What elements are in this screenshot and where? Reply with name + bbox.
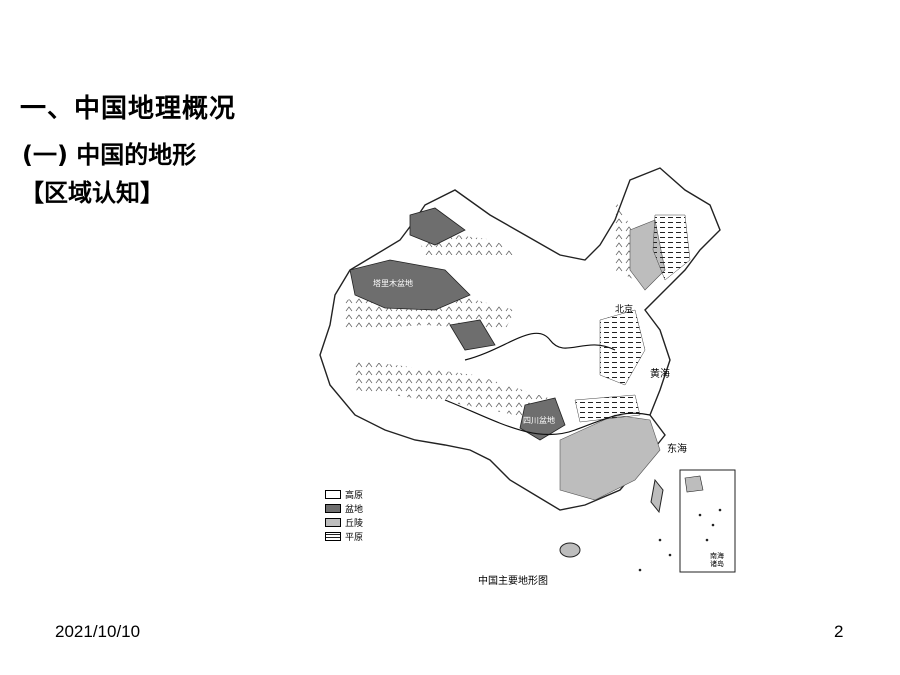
legend-item-plateau: 高原	[325, 487, 363, 501]
map-label-nanhai: 南海诸岛	[710, 552, 724, 568]
sichuan-basin	[519, 397, 566, 441]
map-label-tarim: 塔里木盆地	[373, 279, 413, 288]
legend-swatch	[325, 517, 341, 527]
legend-item-basin: 盆地	[325, 501, 363, 515]
china-terrain-map: 塔里木盆地 四川盆地 黄海 东海 北京 南海诸岛	[315, 160, 755, 590]
legend-label: 平原	[345, 532, 364, 543]
legend-swatch	[325, 531, 341, 541]
map-graphic	[319, 167, 736, 573]
yangtze-plain	[574, 394, 641, 423]
junggar-basin	[409, 207, 466, 246]
legend-label: 丘陵	[345, 518, 364, 529]
legend-swatch	[325, 503, 341, 513]
legend-label: 盆地	[345, 504, 364, 515]
subsection-title: (一) 中国的地形	[22, 141, 197, 169]
map-caption: 中国主要地形图	[478, 576, 548, 587]
map-label-beijing: 北京	[615, 305, 634, 315]
section-title: 一、中国地理概况	[20, 94, 237, 124]
northeast-plain	[652, 214, 691, 281]
topic-label: 【区域认知】	[20, 179, 164, 207]
legend-item-plain: 平原	[325, 529, 363, 543]
legend-label: 高原	[345, 490, 364, 501]
legend-item-hills: 丘陵	[325, 515, 363, 529]
map-label-sichuan: 四川盆地	[523, 416, 555, 425]
page-number: 2	[834, 622, 844, 641]
tarim-basin	[349, 259, 471, 311]
map-label-donghai: 东海	[667, 444, 687, 455]
hainan-island	[559, 542, 581, 558]
map-label-huanghai: 黄海	[650, 369, 670, 380]
taiwan-island	[650, 478, 664, 514]
qaidam-basin	[449, 319, 496, 351]
legend-swatch	[325, 489, 341, 499]
map-legend: 高原 盆地 丘陵 平原	[325, 487, 363, 543]
north-china-plain	[599, 309, 646, 386]
footer-date: 2021/10/10	[55, 622, 141, 641]
